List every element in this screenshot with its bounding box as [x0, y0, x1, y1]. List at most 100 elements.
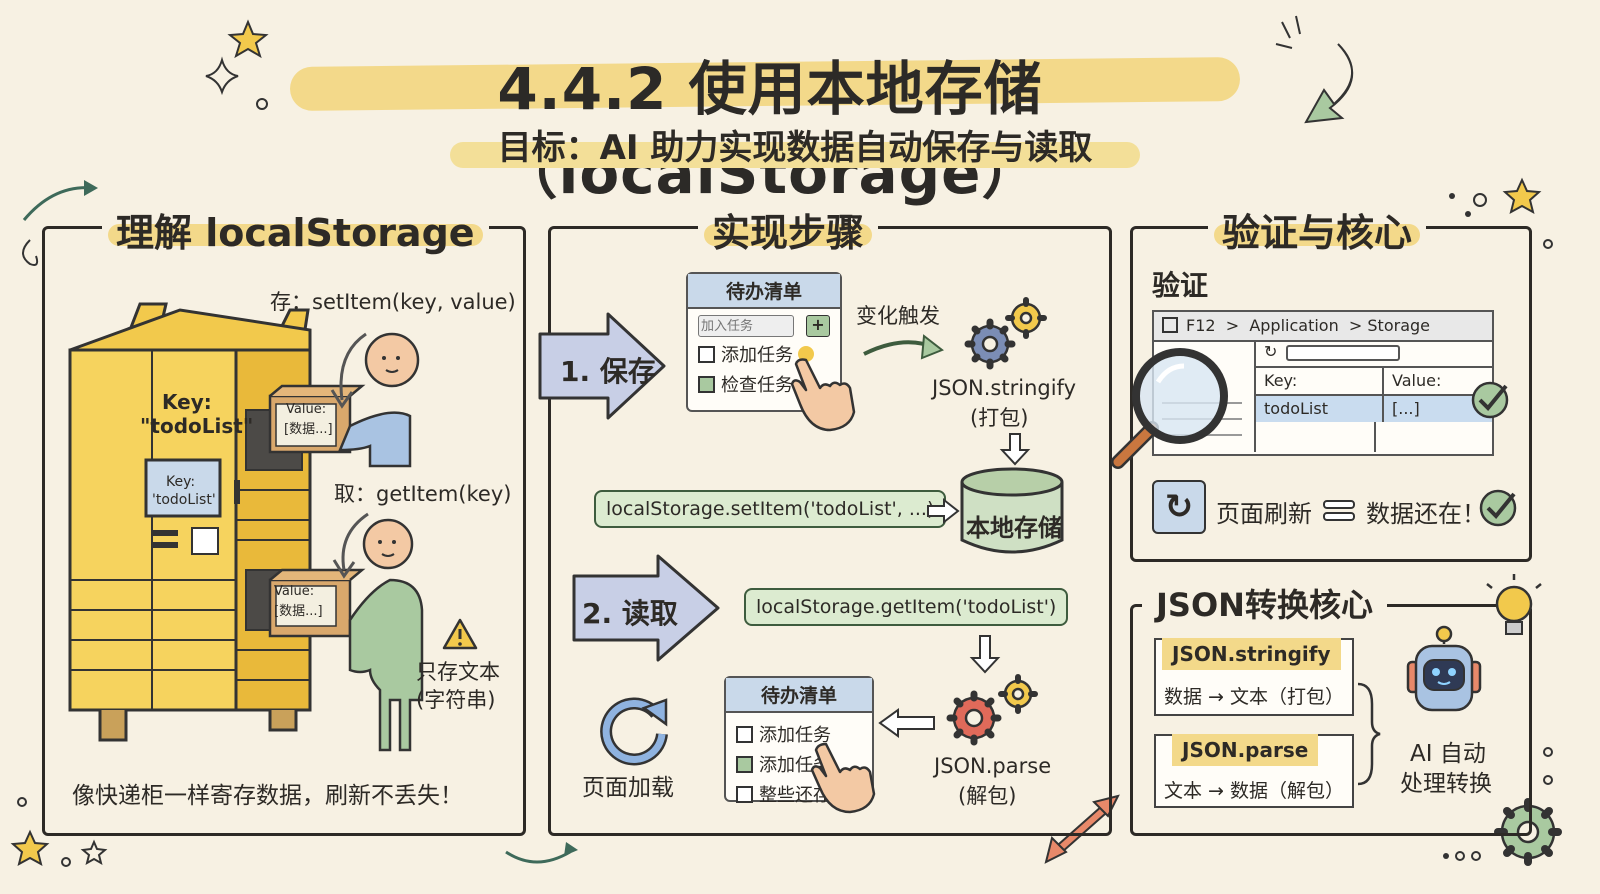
stringify-card: JSON.stringify 数据 → 文本（打包）: [1154, 638, 1354, 716]
locker-key-value: "todoList": [140, 414, 254, 438]
step2-label: 2. 读取: [582, 597, 678, 630]
todo-item[interactable]: 添加任务: [726, 719, 872, 749]
todo-add-button[interactable]: +: [806, 315, 830, 337]
gear-icon: [946, 690, 1002, 746]
store-label: 存：setItem(key, value): [270, 290, 516, 314]
page-load-label: 页面加载: [582, 775, 674, 801]
page-subtitle-block: 目标：AI 助力实现数据自动保存与读取: [450, 118, 1150, 174]
refresh-button-icon: ↻: [1152, 480, 1206, 534]
todo-item[interactable]: 检查任务: [688, 369, 840, 399]
todo-add-input[interactable]: [698, 315, 794, 337]
page-title-block: 4.4.2 使用本地存储（localStorage）: [280, 36, 1260, 207]
box-value-bottom: Value:: [274, 584, 315, 599]
box-data-top: [数据...]: [284, 422, 333, 437]
gear-icon: [964, 318, 1016, 370]
warning-text-1: 只存文本: [416, 660, 500, 684]
table-row[interactable]: todoList [...]: [1256, 396, 1492, 422]
warning-icon: [442, 618, 478, 650]
devtools-filter-input[interactable]: [1286, 345, 1400, 361]
col-value-header: Value:: [1392, 371, 1442, 390]
right-arrow-icon: [927, 497, 960, 525]
ai-text-2: 处理转换: [1400, 771, 1492, 797]
get-arrow-icon: [332, 512, 369, 579]
curved-arrow-icon: [1304, 43, 1354, 124]
star-icon: [227, 19, 269, 59]
devtools-icon: [1162, 317, 1178, 333]
box-data-bottom: [数据...]: [274, 604, 323, 619]
checkbox-checked-icon: [736, 756, 753, 773]
gear-icon: [1005, 297, 1047, 339]
stringify-label: JSON.stringify: [932, 376, 1077, 400]
equals-icon: [1323, 500, 1355, 521]
todo-item[interactable]: 整些还存: [726, 779, 872, 809]
devtools-breadcrumb: F12 > Application > Storage: [1154, 312, 1492, 342]
stringify-sub: (打包): [970, 406, 1029, 430]
storage-label: 本地存储: [966, 514, 1062, 542]
person-storing-illustration: [268, 332, 420, 468]
right-panel-title: 验证与核心: [1208, 202, 1427, 257]
warning-text-2: (字符串): [416, 688, 496, 712]
data-remains-text: 数据还在！: [1366, 500, 1486, 528]
star-icon: [10, 829, 50, 866]
person-getting-illustration: [268, 518, 424, 752]
stringify-desc: 数据 → 文本（打包）: [1164, 686, 1344, 708]
pointing-hand-icon: [810, 742, 876, 814]
getitem-code: localStorage.getItem('todoList'): [744, 588, 1069, 626]
verify-label: 验证: [1152, 269, 1209, 302]
step1-arrow: [538, 312, 666, 420]
check-icon: [1471, 381, 1509, 419]
todo-card-title: 待办清单: [688, 274, 840, 309]
locker-key-label: Key:: [162, 390, 212, 414]
json-core-title: JSON转换核心: [1142, 580, 1387, 626]
checkbox-icon: [736, 726, 753, 743]
todo-card-title: 待办清单: [726, 678, 872, 713]
check-icon: [1479, 489, 1517, 527]
checkbox-checked-icon: [698, 376, 715, 393]
get-label: 取：getItem(key): [334, 482, 512, 506]
parse-sub: (解包): [958, 784, 1017, 808]
page-subtitle: 目标：AI 助力实现数据自动保存与读取: [497, 128, 1093, 168]
left-arrow-icon: [878, 708, 935, 738]
pointing-hand-icon: [790, 346, 856, 432]
double-arrow-icon: [1044, 794, 1120, 864]
ai-text-1: AI 自动: [1410, 741, 1486, 767]
parse-desc: 文本 → 数据（解包）: [1164, 780, 1344, 802]
stringify-tag: JSON.stringify: [1162, 638, 1341, 670]
locker-illustration: [68, 302, 312, 742]
step1-label: 1. 保存: [560, 355, 656, 388]
checkbox-icon: [698, 346, 715, 363]
parse-card: JSON.parse 文本 → 数据（解包）: [1154, 734, 1354, 808]
robot-icon: [1406, 625, 1482, 712]
parse-tag: JSON.parse: [1172, 734, 1319, 766]
screen-key-value: 'todoList': [152, 492, 216, 508]
box-value-top: Value:: [286, 402, 327, 417]
row-value: [...]: [1392, 399, 1420, 418]
screen-key-label: Key:: [166, 474, 196, 490]
gears-icon-bottom: [946, 674, 1038, 746]
reload-icon: [600, 697, 668, 766]
star-icon: [80, 839, 108, 866]
middle-panel-title: 实现步骤: [698, 202, 879, 257]
gears-icon-top: [964, 297, 1047, 370]
left-panel-title: 理解 localStorage: [102, 202, 489, 257]
refresh-small-icon[interactable]: ↻: [1264, 342, 1278, 361]
star-icon: [1502, 177, 1542, 214]
trigger-arrow: [863, 334, 944, 360]
gear-icon: [998, 674, 1038, 714]
row-key: todoList: [1256, 396, 1384, 422]
setitem-code: localStorage.setItem('todoList', ...): [594, 490, 947, 528]
storage-cylinder: [960, 467, 1064, 554]
lightbulb-icon: [1486, 574, 1542, 635]
step2-arrow: [572, 554, 720, 662]
sparkle-icon: [205, 56, 239, 96]
checkbox-icon: [736, 786, 753, 803]
col-key-header: Key:: [1256, 368, 1384, 394]
store-arrow-icon: [330, 332, 367, 409]
down-arrow-icon: [969, 635, 1001, 674]
todo-item[interactable]: 添加任务: [688, 339, 840, 369]
parse-label: JSON.parse: [934, 754, 1052, 778]
trigger-label: 变化触发: [856, 304, 940, 328]
magnifier-icon: [1111, 348, 1228, 469]
down-arrow-icon: [999, 433, 1031, 466]
left-panel-caption: 像快递柜一样寄存数据，刷新不丢失！: [72, 783, 463, 809]
